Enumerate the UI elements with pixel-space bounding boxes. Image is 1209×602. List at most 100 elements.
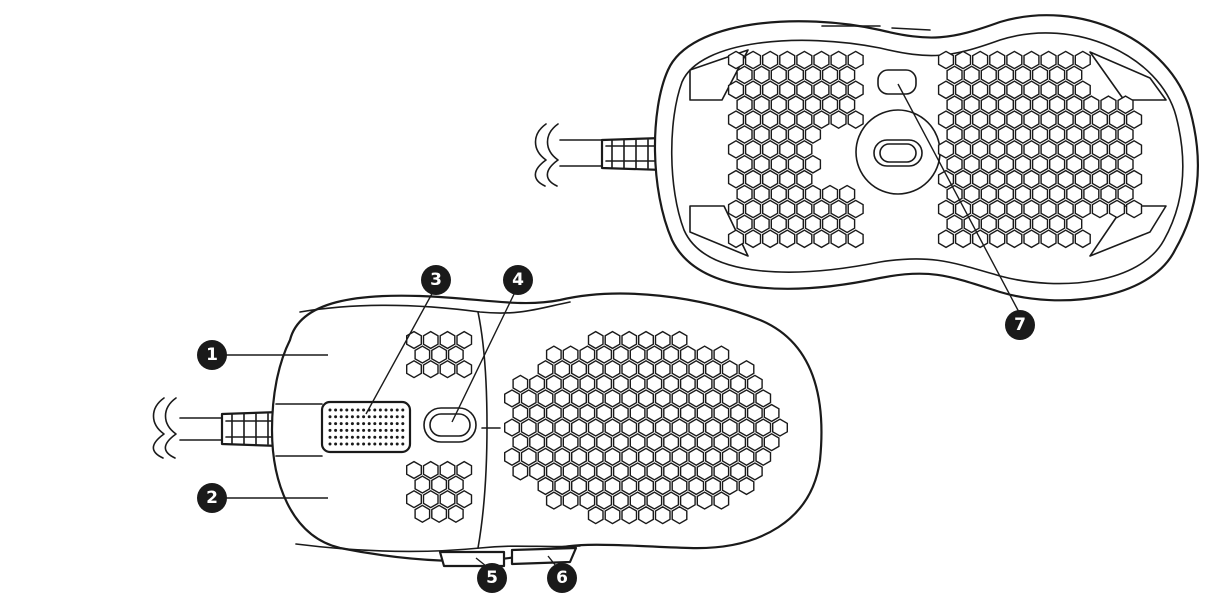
hex-cell xyxy=(646,462,663,481)
hex-cell xyxy=(1057,169,1074,189)
hex-cell xyxy=(663,491,680,510)
wheel-grip-dot xyxy=(328,442,332,446)
hex-cell xyxy=(972,199,989,219)
hex-cell xyxy=(571,476,587,496)
wheel-grip-dot xyxy=(339,408,343,412)
hex-cell xyxy=(579,432,596,452)
hex-cell xyxy=(796,80,813,100)
hex-cell xyxy=(804,125,822,144)
hex-cell xyxy=(406,460,422,480)
hex-cell xyxy=(663,403,680,423)
hex-cell xyxy=(972,110,989,130)
hex-cell xyxy=(787,154,804,174)
hex-cell xyxy=(736,184,753,204)
hex-cell xyxy=(830,80,847,100)
hex-cell xyxy=(727,80,745,100)
hex-cell xyxy=(753,65,770,85)
hex-cell xyxy=(1117,154,1134,174)
hex-cell xyxy=(753,184,770,204)
hex-cell xyxy=(679,345,696,364)
hex-cell xyxy=(554,389,571,408)
hex-cell xyxy=(456,489,473,509)
wheel-grip-dot xyxy=(395,408,399,412)
hex-cell xyxy=(770,95,787,115)
hex-cell xyxy=(972,50,989,70)
hex-cell xyxy=(1040,80,1057,100)
wheel-grip-dot xyxy=(395,422,399,426)
hex-cell xyxy=(504,447,520,467)
wheel-grip-dot xyxy=(367,422,371,426)
hex-cell xyxy=(997,125,1014,144)
hex-cell xyxy=(671,447,688,467)
hex-cell xyxy=(946,65,963,85)
hex-cell xyxy=(727,169,745,189)
svg-text:2: 2 xyxy=(206,488,218,508)
hex-cell xyxy=(804,65,822,85)
hex-cell xyxy=(431,504,448,524)
hex-cell xyxy=(612,462,629,481)
hex-cell xyxy=(604,505,621,525)
hex-cell xyxy=(562,491,579,510)
hex-cell xyxy=(696,491,713,510)
hex-cell xyxy=(1108,199,1126,219)
hex-cell xyxy=(1100,125,1117,144)
wheel-grip-dot xyxy=(334,422,338,426)
hex-cell xyxy=(1083,125,1100,144)
hex-cell xyxy=(813,110,830,130)
wheel-grip-dot xyxy=(373,415,377,419)
hex-cell xyxy=(721,389,738,408)
hex-cell xyxy=(571,447,587,467)
hex-cell xyxy=(520,418,537,437)
hex-cell xyxy=(1057,110,1074,130)
hex-cell xyxy=(439,359,456,379)
hex-cell xyxy=(1006,169,1023,189)
hex-cell xyxy=(621,389,638,408)
hex-cell xyxy=(688,389,705,408)
hex-cell xyxy=(1057,229,1074,249)
wheel-grip-dot xyxy=(378,435,382,439)
wheel-grip-dot xyxy=(367,442,371,446)
hex-cell xyxy=(1125,110,1143,130)
hex-cell xyxy=(989,80,1006,100)
hex-cell xyxy=(1074,110,1091,130)
hex-cell xyxy=(1057,50,1074,70)
hex-cell xyxy=(753,95,770,115)
hex-cell xyxy=(554,359,571,379)
hex-cell xyxy=(663,432,680,452)
hex-cell xyxy=(456,359,473,379)
hex-cell xyxy=(596,491,613,510)
hex-cell xyxy=(629,403,646,423)
hex-cell xyxy=(937,80,955,100)
hex-cell xyxy=(646,432,663,452)
hex-cell xyxy=(713,374,730,394)
hex-cell xyxy=(629,374,646,394)
hex-cell xyxy=(629,432,646,452)
hex-cell xyxy=(671,476,688,496)
hex-cell xyxy=(796,229,813,249)
wheel-grip-dot xyxy=(384,435,388,439)
wheel-grip-dot xyxy=(367,428,371,432)
hex-cell xyxy=(654,389,671,408)
hex-cell xyxy=(621,505,638,525)
hex-cell xyxy=(705,418,721,437)
wheel-grip-dot xyxy=(362,422,366,426)
hex-cell xyxy=(980,95,997,115)
hex-cell xyxy=(937,50,955,70)
hex-cell xyxy=(989,110,1006,130)
hex-cell xyxy=(730,403,747,423)
hex-cell xyxy=(629,462,646,481)
hex-cell xyxy=(738,447,755,467)
dpi-switch xyxy=(877,69,917,95)
callout-1: 1 xyxy=(197,340,227,370)
hex-cell xyxy=(839,95,856,115)
hex-cell xyxy=(431,475,448,494)
hex-cell xyxy=(779,80,796,100)
hex-cell xyxy=(1125,199,1143,219)
hex-cell xyxy=(1049,95,1066,115)
hex-cell xyxy=(1083,154,1100,174)
wheel-grip-dot xyxy=(328,428,332,432)
hex-cell xyxy=(980,184,997,204)
hex-cell xyxy=(937,199,955,219)
hex-cell xyxy=(1108,110,1126,130)
wheel-grip-dot xyxy=(339,428,343,432)
